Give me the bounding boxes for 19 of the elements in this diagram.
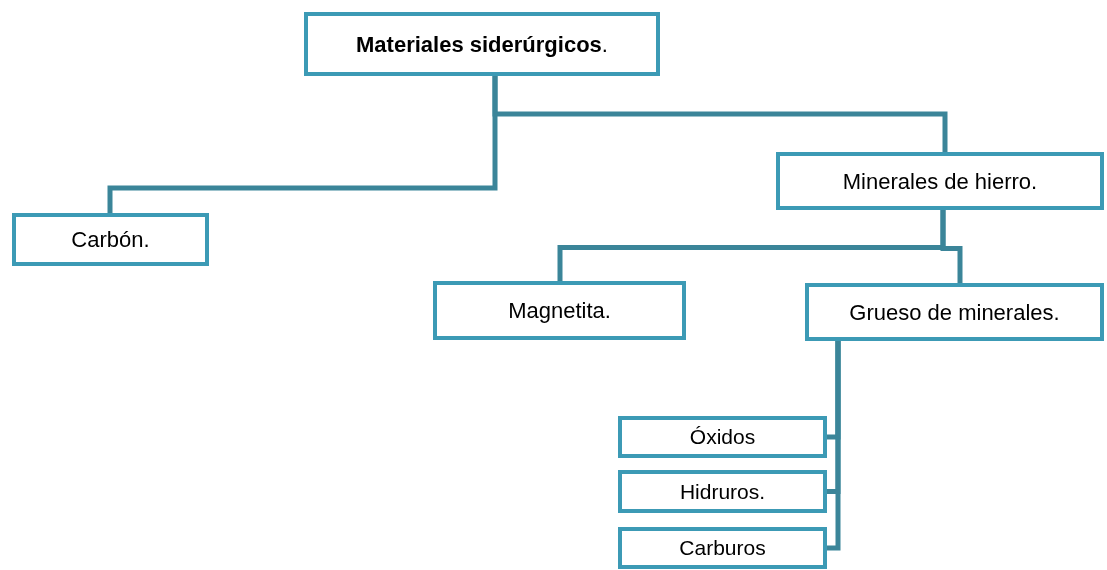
category-box xyxy=(618,416,827,458)
connector-line xyxy=(107,76,498,213)
category-box xyxy=(12,213,209,266)
box-label: Carbón. xyxy=(71,226,150,254)
box-label: Hidruros. xyxy=(679,478,766,505)
category-box xyxy=(805,283,1104,341)
connector-line xyxy=(827,341,841,551)
category-box xyxy=(776,152,1104,210)
box-label: Magnetita. xyxy=(508,297,611,325)
box-label: Carburos xyxy=(679,535,766,562)
box-label: Materiales siderúrgicos. xyxy=(356,30,608,59)
connector-line xyxy=(940,210,963,283)
box-label: Minerales de hierro. xyxy=(842,167,1038,196)
box-label: Óxidos xyxy=(689,424,756,451)
category-box xyxy=(618,527,827,569)
category-box xyxy=(618,470,827,513)
category-box xyxy=(304,12,660,76)
box-label: Grueso de minerales. xyxy=(849,298,1060,327)
category-box xyxy=(433,281,686,340)
